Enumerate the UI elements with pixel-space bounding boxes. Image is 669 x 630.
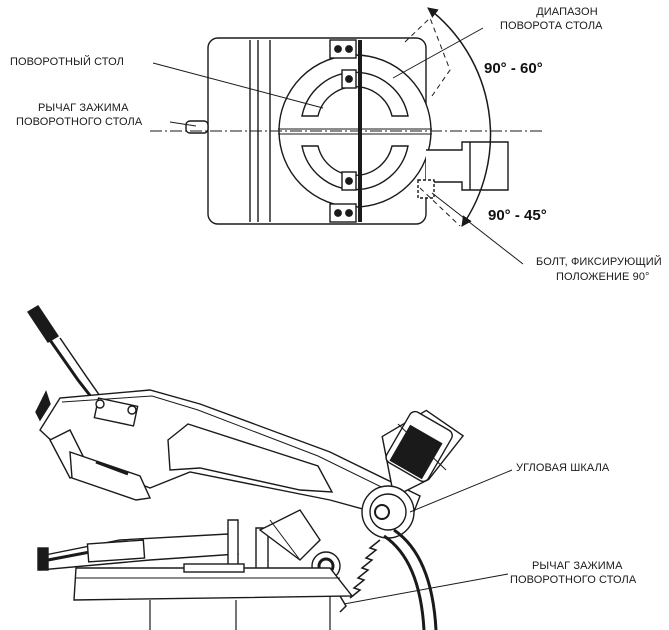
- side-view: [27, 305, 513, 630]
- angle-top-label: 90° - 60°: [484, 60, 543, 77]
- clamp-lever-top-label-line1: РЫЧАГ ЗАЖИМА: [38, 102, 129, 114]
- angle-bottom-label: 90° - 45°: [488, 207, 547, 224]
- clamp-lever-stub: [185, 120, 209, 134]
- clamp-lever-bottom: [339, 595, 347, 613]
- upper-slot: [301, 71, 409, 117]
- handle-grip: [27, 305, 59, 343]
- rotary-table-label: ПОВОРОТНЫЙ СТОЛ: [10, 56, 124, 68]
- range-label-line1: ДИАПАЗОН: [536, 6, 598, 18]
- machine-base: [73, 567, 354, 601]
- range-label-line2: ПОВОРОТА СТОЛА: [500, 20, 603, 32]
- spring: [349, 539, 381, 599]
- bolt-label-line1: БОЛТ, ФИКСИРУЮЩИЙ: [536, 256, 662, 268]
- clamp-lever-bottom-label-line2: ПОВОРОТНОГО СТОЛА: [510, 574, 637, 586]
- handle-bar: [48, 339, 94, 399]
- range-arc: [427, 7, 492, 227]
- angle-scale-label: УГЛОВАЯ ШКАЛА: [516, 462, 610, 474]
- vise-handle: [37, 547, 49, 571]
- clamp-lever-top-label-line2: ПОВОРОТНОГО СТОЛА: [16, 116, 143, 128]
- clamp-lever-bottom-label-line1: РЫЧАГ ЗАЖИМА: [532, 560, 623, 572]
- bolt-label-line2: ПОЛОЖЕНИЕ 90°: [556, 271, 650, 283]
- power-cable: [383, 534, 426, 630]
- top-view: [150, 7, 545, 265]
- lower-slot: [301, 145, 409, 191]
